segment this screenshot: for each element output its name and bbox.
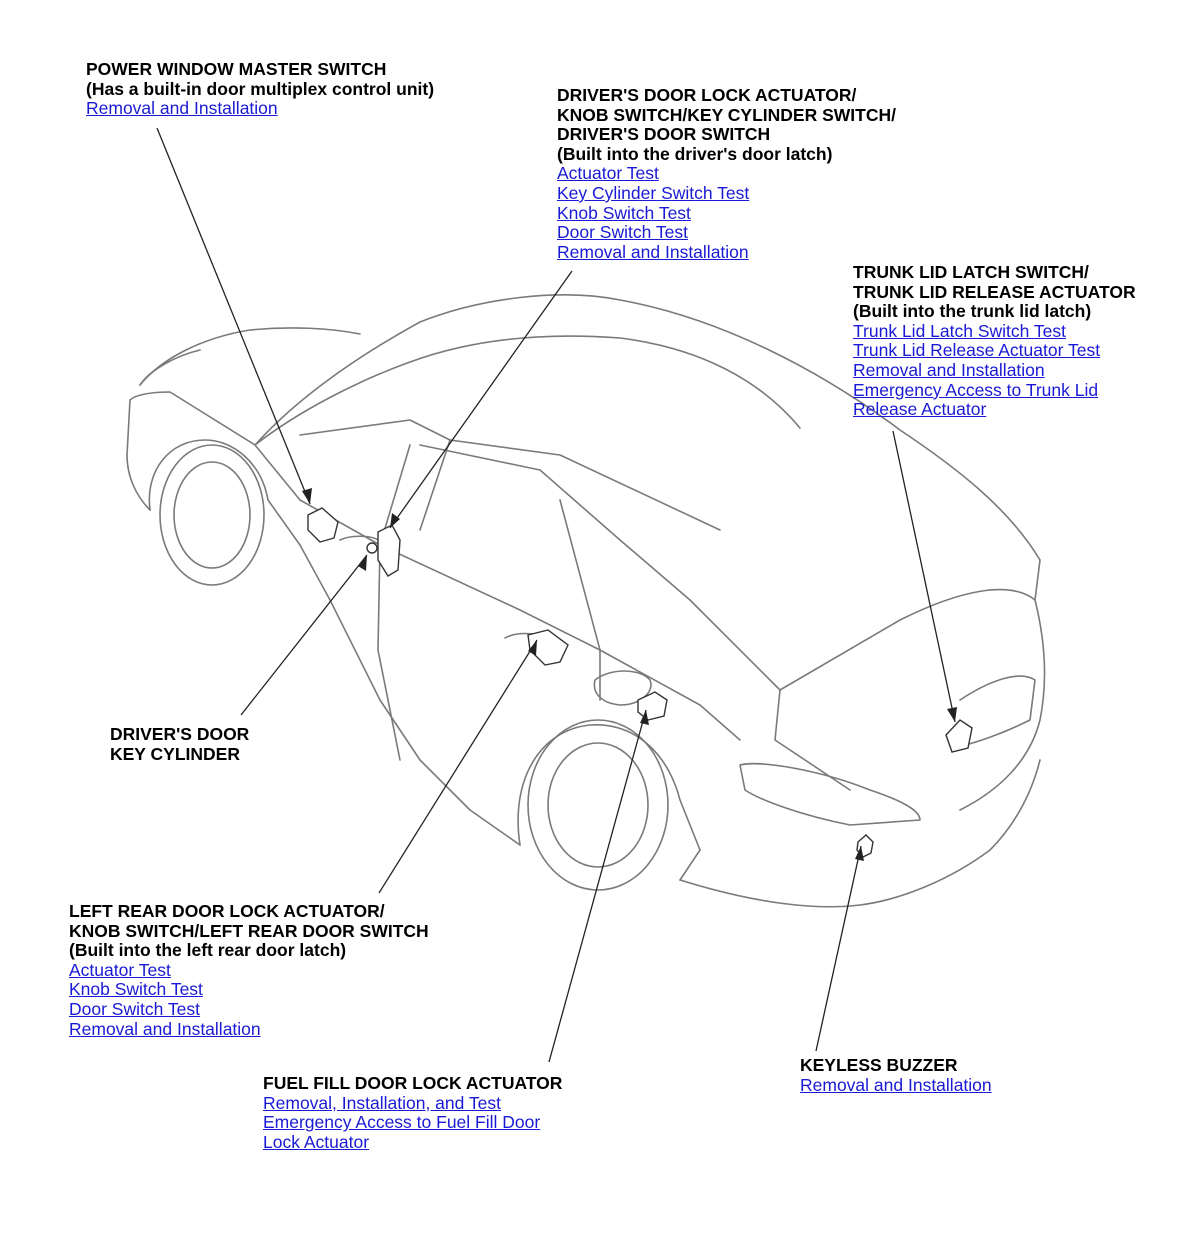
key-cylinder-icon [366,542,378,554]
link-trunk-lid-latch-switch-test[interactable]: Trunk Lid Latch Switch Test [853,320,1067,341]
components [307,507,973,858]
callout-title-line: KNOB SWITCH/KEY CYLINDER SWITCH/ [557,104,896,125]
car-outline [126,294,1046,908]
link-removal-installation[interactable]: Removal and Installation [86,98,278,119]
fuel-door-actuator-icon [637,691,668,721]
link-knob-switch-test[interactable]: Knob Switch Test [69,979,203,1000]
callout-note: (Built into the left rear door latch) [69,940,347,961]
callout-note: (Built into the trunk lid latch) [853,301,1092,322]
power-window-switch-icon [307,507,339,543]
callout-trunk-lid: TRUNK LID LATCH SWITCH/ TRUNK LID RELEAS… [853,262,1136,420]
callout-left-rear-door: LEFT REAR DOOR LOCK ACTUATOR/ KNOB SWITC… [69,901,429,1039]
link-removal-installation[interactable]: Removal and Installation [800,1074,992,1095]
callout-title-line: KEY CYLINDER [110,743,240,764]
link-trunk-lid-release-actuator-test[interactable]: Trunk Lid Release Actuator Test [853,340,1101,361]
link-emergency-access-fuel-cont[interactable]: Lock Actuator [263,1131,370,1152]
callout-power-window-master-switch: POWER WINDOW MASTER SWITCH (Has a built-… [86,59,435,119]
link-actuator-test[interactable]: Actuator Test [69,959,171,980]
callout-fuel-fill-door: FUEL FILL DOOR LOCK ACTUATOR Removal, In… [263,1073,563,1152]
link-removal-installation[interactable]: Removal and Installation [557,241,749,262]
link-actuator-test[interactable]: Actuator Test [557,163,659,184]
callout-title-line: DRIVER'S DOOR [110,724,250,744]
link-door-switch-test[interactable]: Door Switch Test [69,998,200,1019]
callout-title-line: TRUNK LID LATCH SWITCH/ [853,262,1089,282]
link-key-cylinder-switch-test[interactable]: Key Cylinder Switch Test [557,182,750,203]
link-removal-installation[interactable]: Removal and Installation [69,1018,261,1039]
callout-title-line: DRIVER'S DOOR SWITCH [557,124,771,145]
callout-note: (Built into the driver's door latch) [557,143,833,164]
arrowheads [302,488,957,861]
leader-lines [156,127,956,1063]
callout-title-line: DRIVER'S DOOR LOCK ACTUATOR/ [557,85,857,105]
callout-title-line: KNOB SWITCH/LEFT REAR DOOR SWITCH [69,920,429,941]
link-door-switch-test[interactable]: Door Switch Test [557,222,688,243]
callout-title: FUEL FILL DOOR LOCK ACTUATOR [263,1073,563,1093]
trunk-latch-icon [945,719,973,753]
link-emergency-access-trunk-cont[interactable]: Release Actuator [853,399,987,420]
callout-title: POWER WINDOW MASTER SWITCH [86,59,387,79]
link-emergency-access-trunk[interactable]: Emergency Access to Trunk Lid [853,379,1099,400]
callout-drivers-door-key-cylinder: DRIVER'S DOOR KEY CYLINDER [110,724,250,764]
callout-keyless-buzzer: KEYLESS BUZZER Removal and Installation [800,1055,992,1095]
link-removal-installation-test[interactable]: Removal, Installation, and Test [263,1092,502,1113]
callout-title-line: LEFT REAR DOOR LOCK ACTUATOR/ [69,901,385,921]
callout-title: KEYLESS BUZZER [800,1055,958,1075]
callout-title-line: TRUNK LID RELEASE ACTUATOR [853,281,1136,302]
link-knob-switch-test[interactable]: Knob Switch Test [557,202,691,223]
callout-drivers-door-lock-actuator: DRIVER'S DOOR LOCK ACTUATOR/ KNOB SWITCH… [557,85,896,262]
callout-note: (Has a built-in door multiplex control u… [86,78,435,99]
link-emergency-access-fuel[interactable]: Emergency Access to Fuel Fill Door [263,1112,541,1133]
link-removal-installation[interactable]: Removal and Installation [853,359,1045,380]
driver-door-latch-icon [377,524,401,577]
